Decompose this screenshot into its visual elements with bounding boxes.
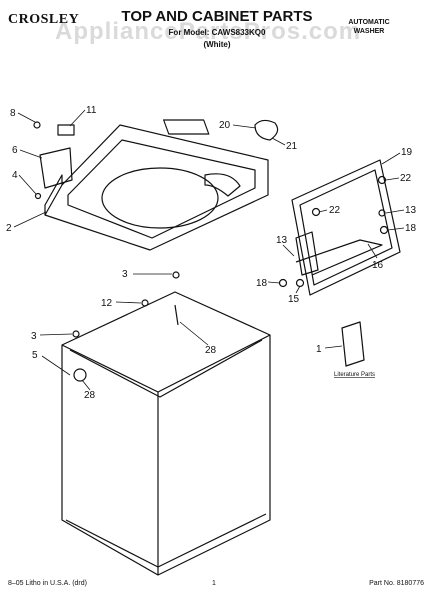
callout-2: 2 <box>6 223 12 234</box>
callout-5: 5 <box>32 350 38 361</box>
callout-12: 12 <box>101 298 113 309</box>
literature-card <box>341 321 365 367</box>
footer-litho: 8–05 Litho in U.S.A. (drd) <box>8 580 87 587</box>
callout-15: 15 <box>288 294 300 305</box>
washer-top <box>44 124 269 251</box>
callout-21: 21 <box>286 141 298 152</box>
color-variant: (White) <box>203 40 231 49</box>
callout-3: 3 <box>122 269 128 280</box>
callout-19: 19 <box>401 147 413 158</box>
callout-20: 20 <box>219 120 231 131</box>
callout-8: 8 <box>10 108 16 119</box>
callout-22: 22 <box>400 173 412 184</box>
callout-4: 4 <box>12 170 18 181</box>
callout-11: 11 <box>86 105 97 116</box>
callout-22: 22 <box>329 205 341 216</box>
callout-6: 6 <box>12 145 18 156</box>
callout-13: 13 <box>276 235 288 246</box>
literature-parts-label: Literature Parts <box>334 372 375 378</box>
console-panel <box>163 119 210 135</box>
lid-frame <box>291 159 401 296</box>
brand-logo: CROSLEY <box>8 12 80 27</box>
hinge-bracket <box>39 147 73 189</box>
cabinet <box>61 291 271 576</box>
footer-part-number: Part No. 8180776 <box>369 580 424 587</box>
product-type: AUTOMATIC WASHER <box>348 19 390 35</box>
page-title: TOP AND CABINET PARTS <box>121 8 313 25</box>
callout-16: 16 <box>372 260 384 271</box>
watermark: AppliancePartsPros.com <box>55 18 362 45</box>
callout-18: 18 <box>405 223 417 234</box>
callout-1: 1 <box>316 344 322 355</box>
callout-3: 3 <box>31 331 37 342</box>
footer-page-number: 1 <box>212 580 216 587</box>
callout-18: 18 <box>256 278 268 289</box>
model-number: For Model: CAWS833KQ0 <box>168 28 266 37</box>
callout-28: 28 <box>205 345 217 356</box>
callout-13: 13 <box>405 205 417 216</box>
lid-handle <box>254 119 279 141</box>
callout-28: 28 <box>84 390 96 401</box>
tub-opening <box>101 167 219 229</box>
